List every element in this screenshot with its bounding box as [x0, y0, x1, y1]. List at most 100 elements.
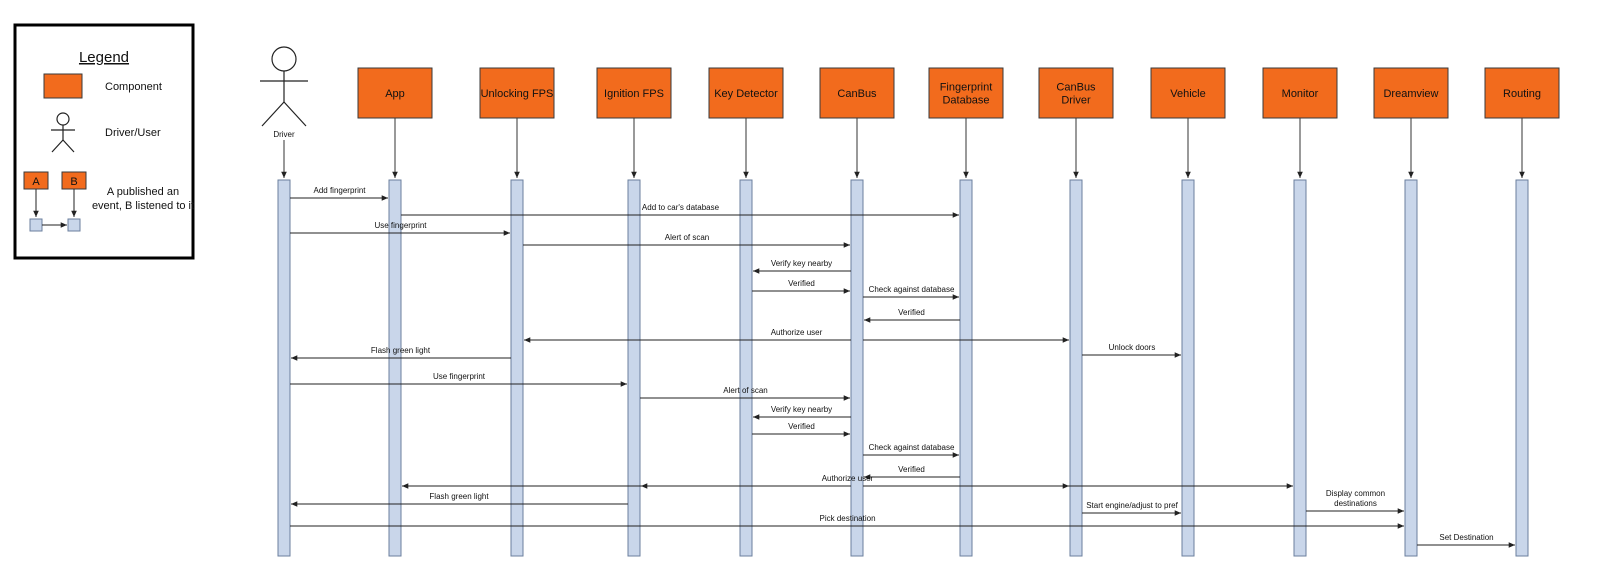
legend-event-label-line1: A published an — [107, 186, 179, 198]
message-21: Start engine/adjust to pref — [1082, 501, 1181, 516]
activation-bar-ignition — [627, 179, 641, 557]
message-label: Flash green light — [371, 346, 431, 355]
participant-box-routing — [1484, 67, 1560, 119]
legend-activation-b — [67, 218, 81, 232]
message-17: Verified — [864, 465, 960, 480]
participant-label-fpdb: Database — [942, 95, 989, 107]
message-label: Authorize user — [771, 328, 823, 337]
activation-bar-app — [388, 179, 402, 557]
legend-activation-a — [29, 218, 43, 232]
participant-label-keydet: Key Detector — [714, 88, 778, 100]
actor-driver: Driver — [260, 46, 308, 139]
message-14: Verify key nearby — [753, 405, 851, 420]
activation-bar-driver — [277, 179, 291, 557]
participant-canbus: CanBus — [819, 67, 895, 119]
message-label: Alert of scan — [723, 386, 767, 395]
message-15: Verified — [752, 422, 850, 437]
message-10: Unlock doors — [1082, 343, 1181, 358]
participant-label-unlocking: Unlocking FPS — [481, 88, 554, 100]
message-label: destinations — [1334, 499, 1377, 508]
message-9: Authorize user — [524, 328, 1069, 343]
message-6: Verified — [752, 279, 850, 294]
legend-box-a-label: A — [32, 176, 40, 188]
participant-label-vehicle: Vehicle — [1170, 88, 1205, 100]
message-label: Start engine/adjust to pref — [1086, 501, 1178, 510]
activation-bar-monitor — [1293, 179, 1307, 557]
participant-routing: Routing — [1484, 67, 1560, 119]
participant-box-fpdb — [928, 67, 1004, 119]
message-label: Check against database — [869, 285, 955, 294]
message-label: Verify key nearby — [771, 259, 832, 268]
message-label: Verified — [898, 308, 925, 317]
message-label: Use fingerprint — [374, 221, 427, 230]
message-label: Check against database — [869, 443, 955, 452]
participant-box-ignition — [596, 67, 672, 119]
message-18: Authorize user — [402, 474, 1293, 489]
participant-keydet: Key Detector — [708, 67, 784, 119]
message-label: Add fingerprint — [313, 186, 366, 195]
message-1: Add fingerprint — [290, 186, 388, 201]
legend-event-label-line2: event, B listened to it — [92, 200, 194, 212]
message-12: Use fingerprint — [290, 372, 627, 387]
message-3: Use fingerprint — [290, 221, 510, 236]
message-label: Unlock doors — [1109, 343, 1156, 352]
participant-box-app — [357, 67, 433, 119]
participant-dreamview: Dreamview — [1373, 67, 1449, 119]
message-label: Verified — [788, 422, 815, 431]
activation-bar-routing — [1515, 179, 1529, 557]
activation-bar-canbus — [850, 179, 864, 557]
participant-unlocking: Unlocking FPS — [479, 67, 555, 119]
message-13: Alert of scan — [640, 386, 850, 401]
message-7: Check against database — [863, 285, 959, 300]
message-23: Set Destination — [1417, 533, 1515, 548]
participant-label-ignition: Ignition FPS — [604, 88, 664, 100]
participant-label-routing: Routing — [1503, 88, 1541, 100]
message-8: Verified — [864, 308, 960, 323]
participant-label-fpdb: Fingerprint — [940, 82, 993, 94]
participant-label-monitor: Monitor — [1282, 88, 1319, 100]
participant-label-canbusdrv: CanBus — [1056, 82, 1096, 94]
driver-stick-figure-icon — [260, 46, 308, 127]
message-label: Display common — [1326, 489, 1385, 498]
activation-bar-unlocking — [510, 179, 524, 557]
legend-component-label: Component — [105, 81, 162, 93]
participant-label-canbus: CanBus — [837, 88, 877, 100]
legend-title: Legend — [79, 49, 129, 66]
legend-stick-figure-icon — [51, 112, 75, 153]
activation-bar-dreamview — [1404, 179, 1418, 557]
driver-label: Driver — [273, 130, 295, 139]
message-label: Alert of scan — [665, 233, 709, 242]
message-label: Flash green light — [429, 492, 489, 501]
activation-bar-fpdb — [959, 179, 973, 557]
message-16: Check against database — [863, 443, 959, 458]
activation-bar-vehicle — [1181, 179, 1195, 557]
message-4: Alert of scan — [523, 233, 850, 248]
legend: Legend Component Driver/User A B — [13, 23, 195, 260]
participant-box-vehicle — [1150, 67, 1226, 119]
participant-ignition: Ignition FPS — [596, 67, 672, 119]
activation-bar-canbusdrv — [1069, 179, 1083, 557]
legend-driver-label: Driver/User — [105, 127, 161, 139]
message-label: Set Destination — [1439, 533, 1493, 542]
message-2: Add to car's database — [401, 203, 959, 218]
participant-label-dreamview: Dreamview — [1383, 88, 1438, 100]
participant-box-canbusdrv — [1038, 67, 1114, 119]
message-label: Authorize user — [822, 474, 874, 483]
participant-label-canbusdrv: Driver — [1061, 95, 1091, 107]
message-label: Verified — [898, 465, 925, 474]
legend-frame — [13, 23, 195, 260]
participant-vehicle: Vehicle — [1150, 67, 1226, 119]
activation-bar-keydet — [739, 179, 753, 557]
message-22: Pick destination — [290, 514, 1404, 529]
participant-box-monitor — [1262, 67, 1338, 119]
message-label: Verified — [788, 279, 815, 288]
message-11: Flash green light — [291, 346, 511, 361]
participant-box-canbus — [819, 67, 895, 119]
legend-event-example: A B — [23, 171, 87, 232]
